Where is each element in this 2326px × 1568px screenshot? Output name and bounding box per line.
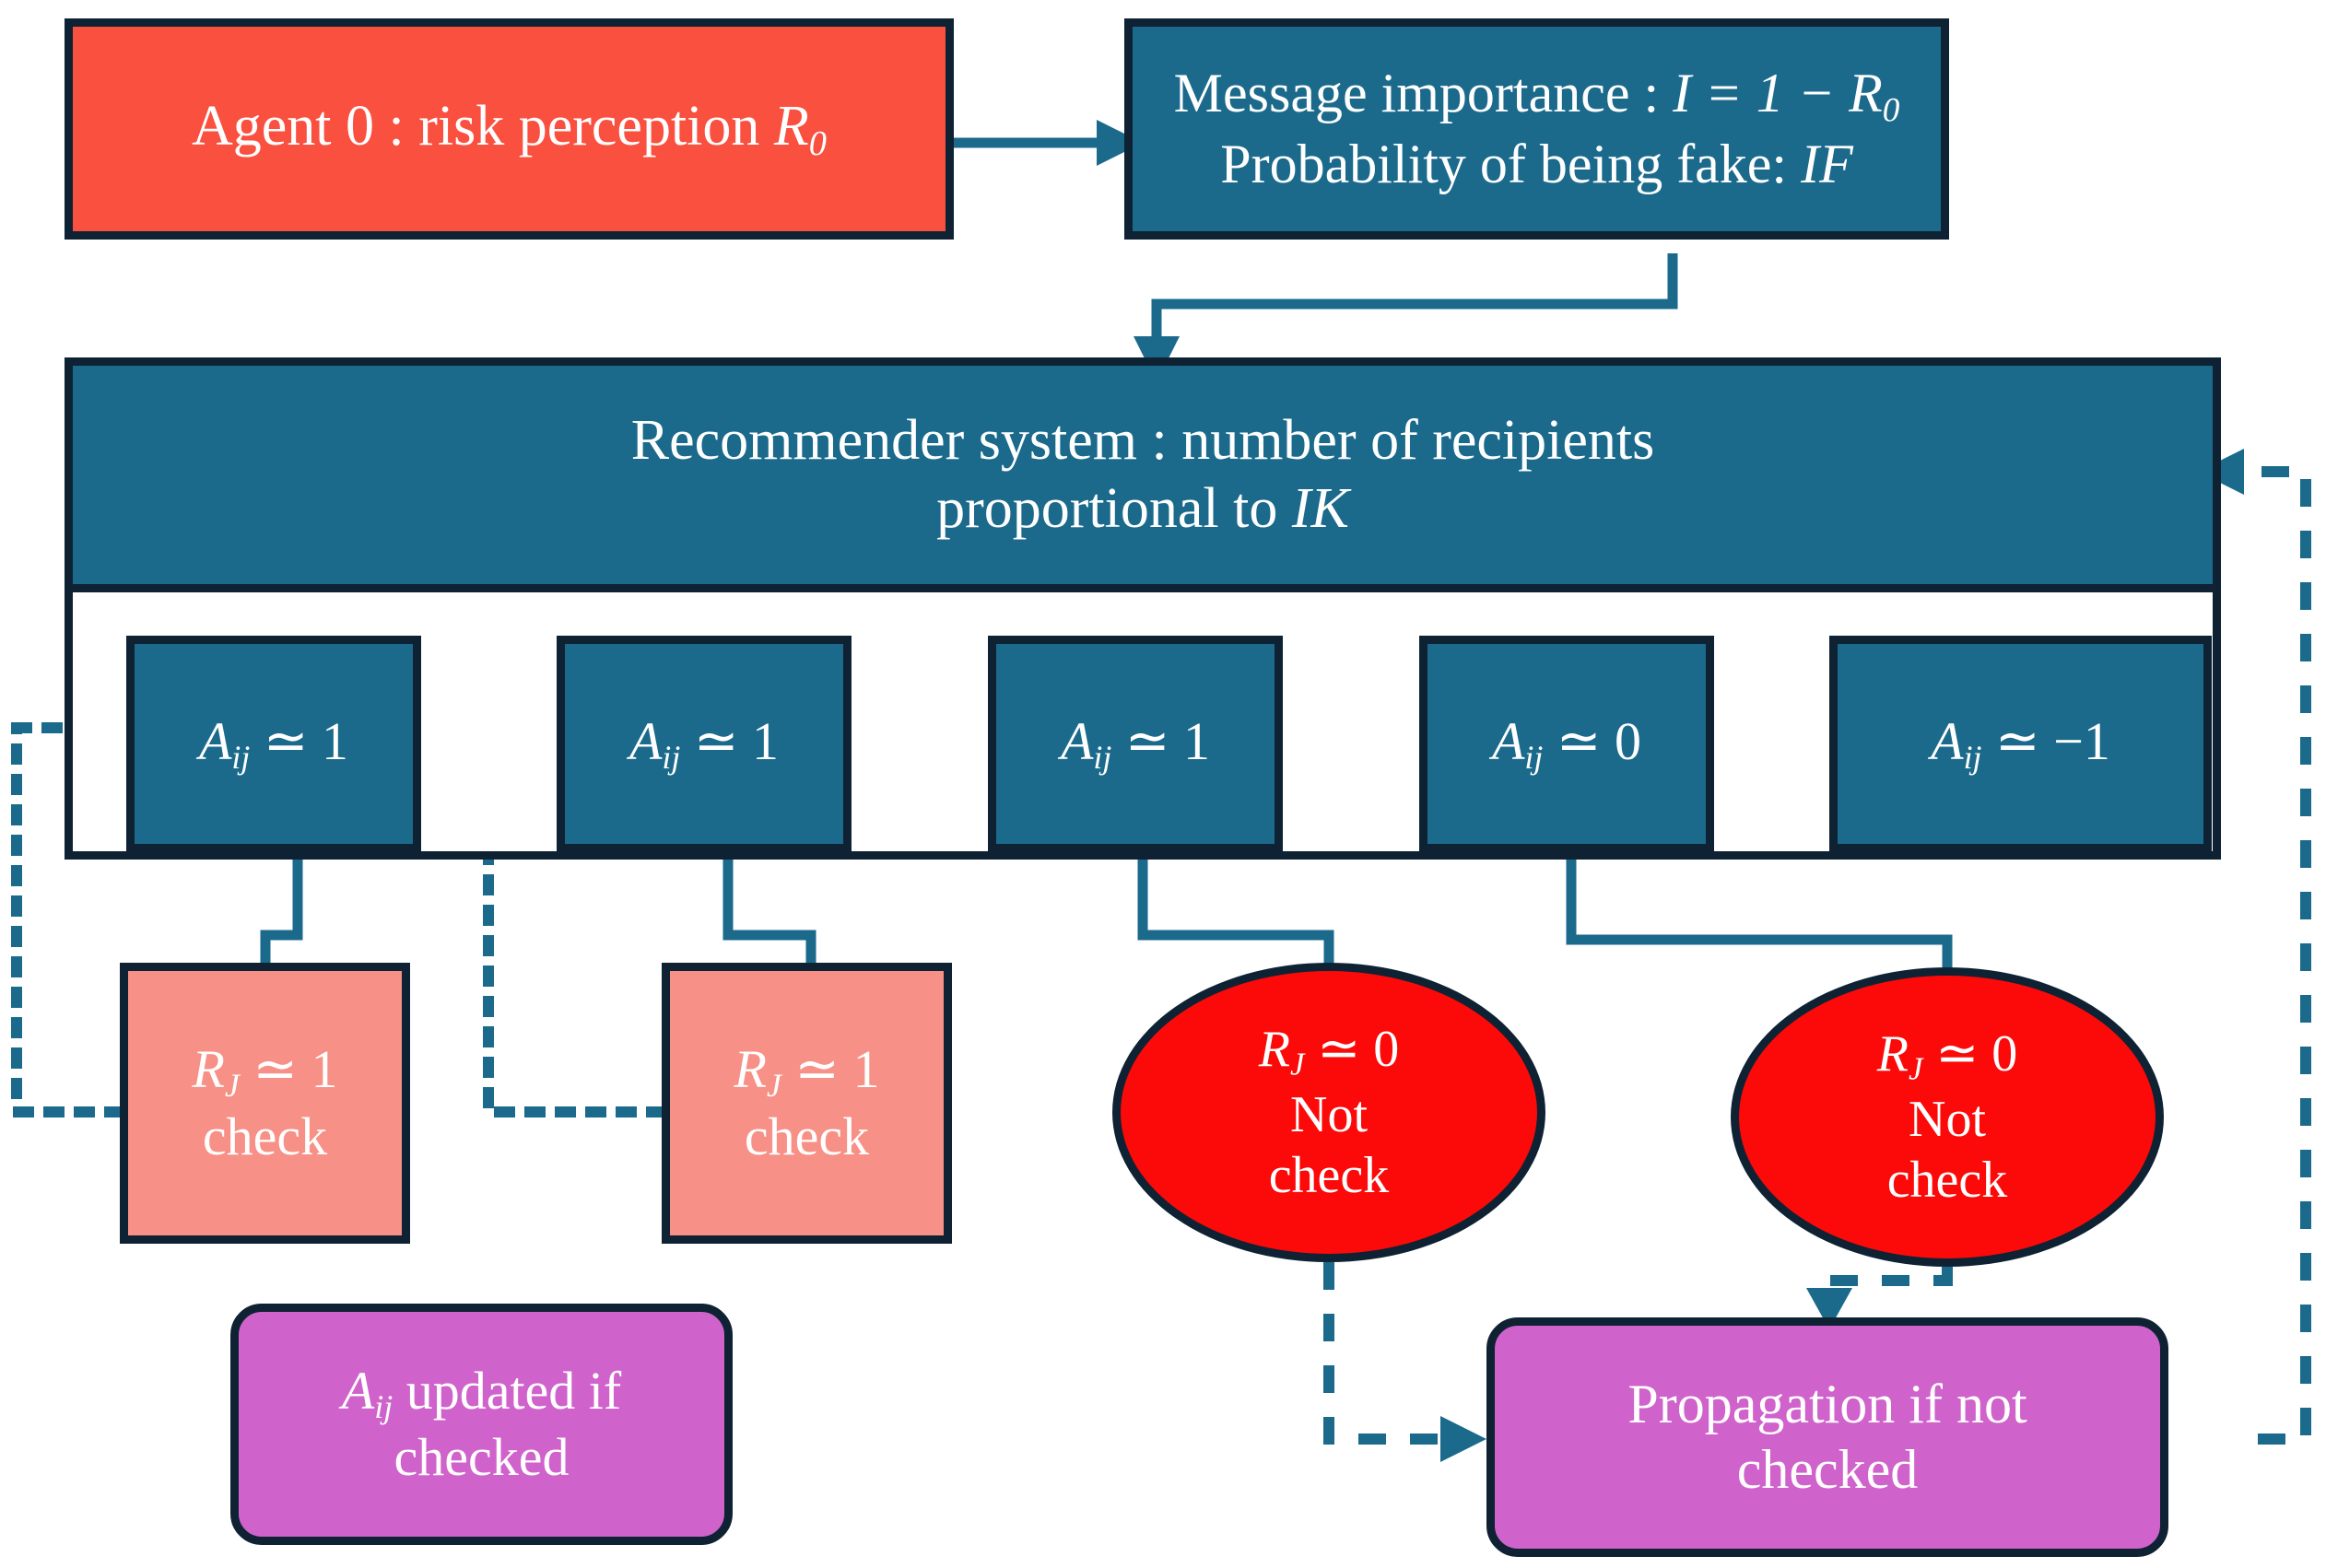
recipient-box-3[interactable]: Aij ≃ 1 (988, 636, 1283, 852)
propagation-node[interactable]: Propagation if not checked (1486, 1317, 2168, 1557)
check-box-1-action: check (202, 1106, 328, 1166)
recipient-box-3-label: Aij ≃ 1 (1060, 711, 1211, 777)
recommender-line-2: proportional to IK (936, 476, 1349, 540)
not-check-2-line-2: check (1886, 1151, 2008, 1209)
check-box-1[interactable]: RJ ≃ 1 check (120, 963, 410, 1244)
recipient-box-4[interactable]: Aij ≃ 0 (1419, 636, 1714, 852)
recipient-box-2-label: Aij ≃ 1 (628, 711, 780, 777)
check-box-2-relation: RJ ≃ 1 (734, 1039, 880, 1105)
recipient-box-5-label: Aij ≃ −1 (1931, 711, 2110, 777)
updated-if-checked-node[interactable]: Aij updated if checked (230, 1304, 733, 1545)
propagation-line-2: checked (1736, 1439, 1919, 1500)
connector-notcheck1-to-propagation-dashed (1323, 1262, 1486, 1462)
not-check-2-line-1: Not (1909, 1090, 1986, 1148)
not-check-1-line-1: Not (1290, 1085, 1368, 1143)
not-check-ellipse-2[interactable]: RJ ≃ 0 Not check (1731, 967, 2164, 1267)
propagation-line-1: Propagation if not (1627, 1374, 2027, 1435)
agent-node-label: Agent 0 : risk perception R0 (192, 94, 827, 163)
message-importance-node[interactable]: Message importance : I = 1 − R0 Probabil… (1124, 18, 1949, 240)
updated-if-checked-line-1: Aij updated if (341, 1360, 622, 1425)
connector-agent-to-message (954, 120, 1143, 166)
updated-if-checked-line-2: checked (394, 1427, 570, 1488)
recipient-box-2[interactable]: Aij ≃ 1 (557, 636, 852, 852)
recommender-line-1: Recommender system : number of recipient… (630, 409, 1655, 473)
recipient-box-1[interactable]: Aij ≃ 1 (126, 636, 421, 852)
message-importance-line-2: Probability of being fake: IF (1220, 133, 1853, 194)
not-check-2-relation: RJ ≃ 0 (1876, 1025, 2018, 1087)
message-importance-line-1: Message importance : I = 1 − R0 (1173, 63, 1900, 130)
check-box-2[interactable]: RJ ≃ 1 check (662, 963, 952, 1244)
recipient-box-5[interactable]: Aij ≃ −1 (1829, 636, 2212, 852)
agent-node[interactable]: Agent 0 : risk perception R0 (65, 18, 954, 240)
recipient-box-1-label: Aij ≃ 1 (198, 711, 349, 777)
check-box-2-action: check (744, 1106, 870, 1166)
not-check-ellipse-1[interactable]: RJ ≃ 0 Not check (1112, 963, 1545, 1262)
recommender-system-node[interactable]: Recommender system : number of recipient… (65, 357, 2221, 592)
recipient-box-4-label: Aij ≃ 0 (1491, 711, 1642, 777)
not-check-1-line-2: check (1268, 1146, 1390, 1204)
check-box-1-relation: RJ ≃ 1 (192, 1039, 338, 1105)
not-check-1-relation: RJ ≃ 0 (1258, 1021, 1400, 1082)
